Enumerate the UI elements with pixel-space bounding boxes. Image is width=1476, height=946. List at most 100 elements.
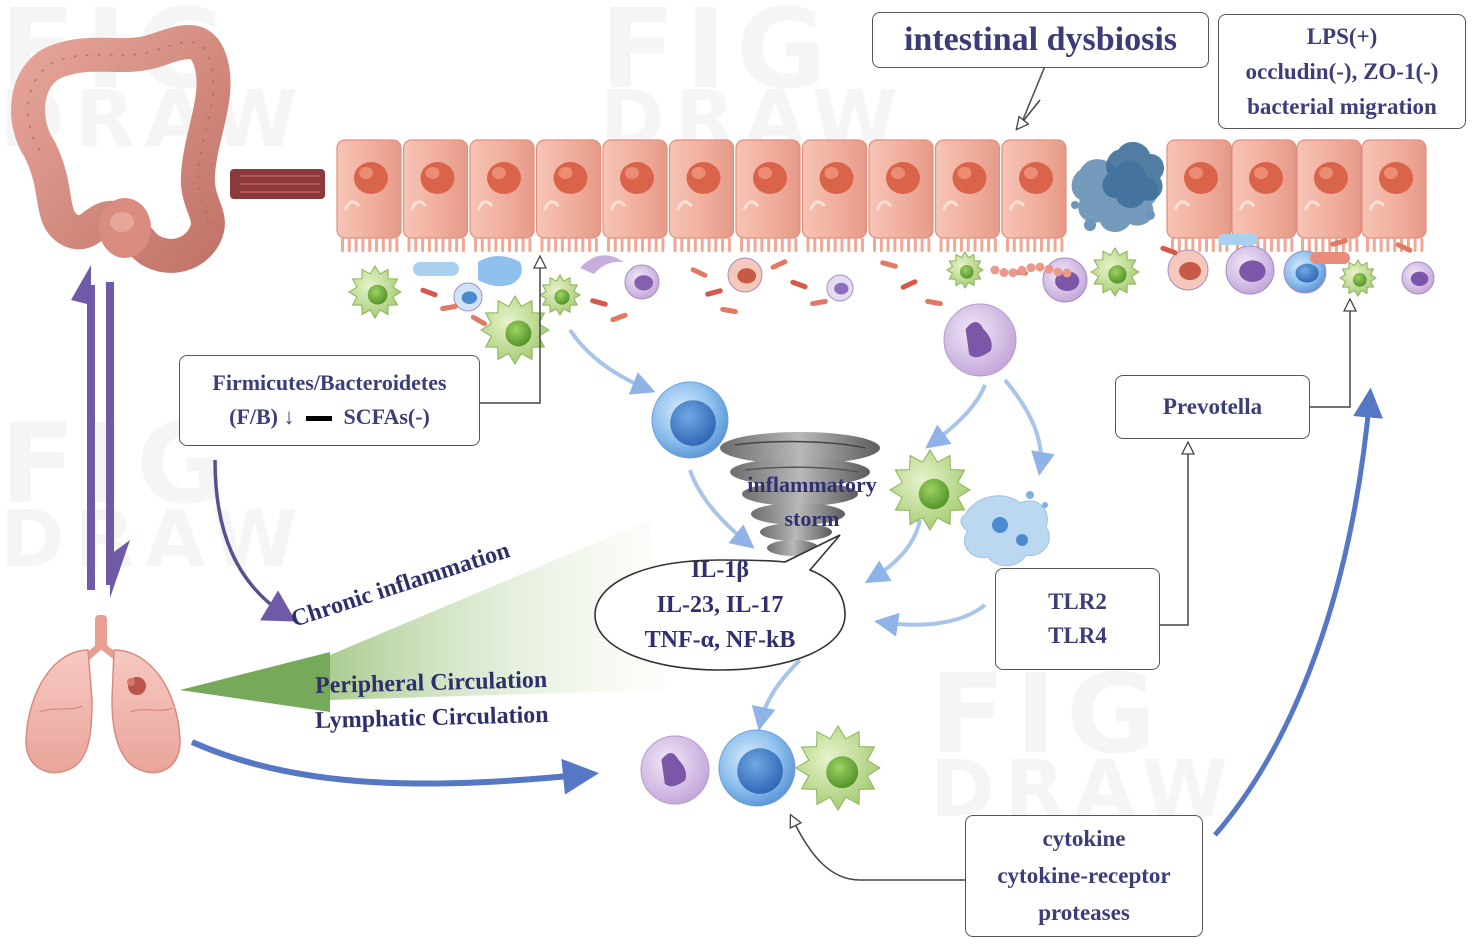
epithelial-cell — [469, 139, 535, 252]
neutrophil — [640, 735, 710, 805]
fb-connector — [478, 262, 540, 404]
epithelial-cell — [1166, 139, 1232, 252]
dendritic-cell — [480, 295, 550, 365]
bacterium-coccus — [1053, 267, 1063, 277]
neutrophil — [826, 274, 854, 302]
tlr2-label: TLR2 — [1048, 589, 1107, 614]
microbiota-ratio-box: Firmicutes/Bacteroidetes (F/B) ↓ SCFAs(-… — [179, 355, 480, 446]
epithelial-cell — [402, 139, 469, 252]
storm-label: inflammatory storm — [732, 468, 892, 536]
macrophage — [1167, 249, 1209, 291]
lamina-propria-cells — [348, 234, 1435, 365]
bacterium-rod — [470, 314, 488, 327]
plasma-cell — [478, 256, 522, 287]
lymphocyte — [718, 729, 796, 807]
effect-tight-junction: occludin(-), ZO-1(-) — [1245, 59, 1439, 84]
fb-to-inflammation-arrow — [213, 459, 297, 622]
bacterium-coccus — [990, 265, 1000, 275]
bacterium-rod — [720, 306, 738, 315]
bacterium-capsule — [1218, 234, 1258, 245]
mediator-cytokine: cytokine — [1042, 826, 1126, 851]
bacterium-capsule — [413, 262, 459, 276]
storm-line-1: inflammatory — [747, 472, 877, 497]
bacterium-rod — [610, 312, 628, 323]
neutrophil — [1042, 257, 1088, 303]
bacterium-coccus — [1017, 265, 1027, 275]
dysbiosis-pointer — [1010, 65, 1047, 123]
bacterium-rod — [925, 298, 943, 307]
immune-cells — [640, 303, 1050, 811]
cytokine-il1b: IL-1β — [691, 557, 749, 583]
bacterium-curved — [580, 255, 624, 274]
bacterium-coccus — [999, 268, 1009, 278]
bacterium-rod — [770, 259, 788, 270]
bacterium-rod — [1330, 238, 1348, 247]
bacterium-rod — [1160, 245, 1178, 256]
dendritic-cell — [795, 725, 881, 811]
lymphocyte — [651, 381, 729, 459]
dysbiosis-title: intestinal dysbiosis — [903, 21, 1178, 58]
mediator-cytokine-receptor: cytokine-receptor — [997, 863, 1171, 888]
lung-to-immune-arrow — [190, 739, 599, 795]
neutrophil — [943, 303, 1017, 377]
bacterium-rod — [880, 260, 898, 269]
bacterium-rod — [705, 288, 723, 297]
inhibit-bar — [306, 416, 333, 422]
macrophage — [727, 257, 763, 293]
invading-bacteria-cluster — [1071, 141, 1165, 233]
barrier-effects-box: LPS(+) occludin(-), ZO-1(-) bacterial mi… — [1218, 14, 1466, 129]
mediator-proteases: proteases — [1038, 900, 1130, 925]
cell-migration-arrows — [568, 328, 1055, 731]
mediators-connector — [793, 820, 965, 881]
cytokine-bubble — [594, 534, 846, 671]
cytokine-list: IL-1β IL-23, IL-17 TNF-α, NF-kB — [600, 553, 840, 658]
cytokine-tnf-nfkb: TNF-α, NF-kB — [644, 627, 796, 653]
mediators-to-gut-arrow — [1213, 387, 1383, 837]
effect-lps: LPS(+) — [1306, 24, 1378, 49]
epithelial-cell — [1361, 139, 1427, 252]
intestinal-epithelium — [336, 139, 1427, 252]
epithelial-cell — [735, 139, 801, 252]
tlr4-label: TLR4 — [1048, 623, 1107, 648]
bacterium-coccus — [1044, 264, 1054, 274]
epithelial-cell — [668, 139, 735, 252]
bacterium-coccus — [1035, 262, 1045, 272]
dendritic-cell — [1090, 247, 1140, 297]
scfa-label: SCFAs(-) — [343, 404, 430, 429]
cytokine-il23-il17: IL-23, IL-17 — [656, 592, 784, 618]
dendritic-cell — [1339, 259, 1377, 297]
epithelial-cell — [1296, 139, 1362, 252]
bacterium-rod — [900, 279, 918, 290]
colon-illustration — [11, 25, 231, 273]
epithelial-cell — [336, 139, 402, 252]
dendritic-cell — [946, 251, 984, 289]
bacterium-rod — [590, 298, 608, 307]
neutrophil — [1401, 261, 1435, 295]
bacterium-coccus — [1062, 268, 1072, 278]
bacterium-rod — [420, 287, 438, 298]
epithelial-cell — [602, 139, 668, 252]
bacterium-capsule — [1310, 252, 1350, 264]
storm-line-2: storm — [784, 506, 840, 531]
epithelial-cell — [1001, 139, 1067, 252]
tlr-box: TLR2 TLR4 — [995, 568, 1160, 670]
prevotella-label: Prevotella — [1162, 394, 1263, 419]
epithelial-cell — [801, 139, 868, 252]
bacterium-rod — [440, 303, 458, 312]
prevotella-box: Prevotella — [1115, 375, 1310, 439]
intestinal-dysbiosis-box: intestinal dysbiosis — [872, 12, 1209, 68]
bacterium-rod — [790, 279, 808, 290]
lymphocyte — [453, 282, 483, 312]
epithelial-cell — [934, 139, 1001, 252]
dendritic-cell — [348, 265, 402, 319]
lung-illustration — [25, 615, 181, 774]
bacterium-rod — [1395, 242, 1413, 253]
tlr-connector — [1160, 448, 1188, 626]
dendritic-cell — [889, 449, 971, 531]
fb-ratio-label: Firmicutes/Bacteroidetes — [212, 370, 447, 395]
bacterium-rod — [690, 267, 708, 278]
fb-decrease: (F/B) ↓ — [229, 404, 295, 429]
mediators-box: cytokine cytokine-receptor proteases — [965, 815, 1203, 937]
bacterium-rod — [810, 298, 828, 307]
